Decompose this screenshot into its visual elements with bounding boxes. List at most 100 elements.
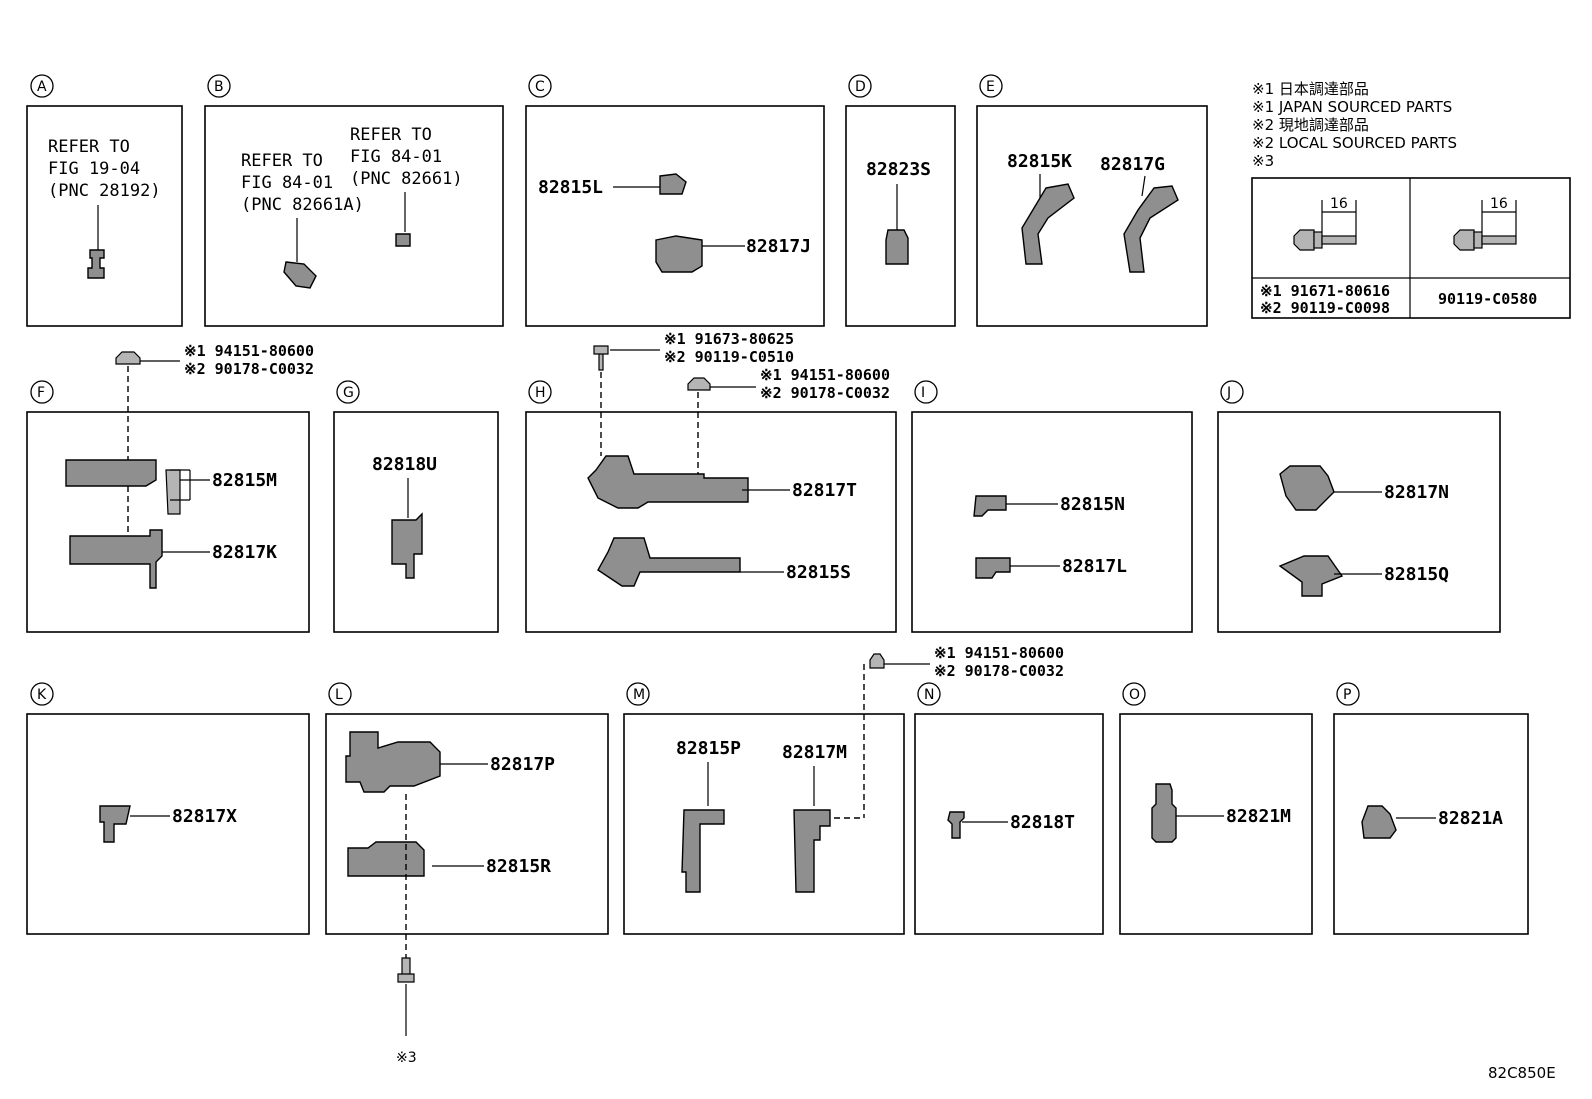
b-refer-a-line-3: (PNC 82661A) (241, 195, 364, 215)
dim-right: 16 (1490, 196, 1508, 212)
section-f: ※1 94151-80600 ※2 90178-C0032 F 82815M 8… (26, 342, 314, 633)
l-lower-part-icon (347, 841, 425, 877)
legend-line-5: ※3 (1252, 152, 1274, 170)
a-refer-line-3: (PNC 28192) (48, 181, 161, 201)
section-k: K 82817X (26, 682, 310, 935)
f-lower-part-icon (69, 529, 163, 589)
h-nut-icon (687, 377, 711, 391)
bolt-table-frame (1251, 177, 1571, 319)
h-nut-code-1: ※1 94151-80600 (760, 366, 890, 384)
bolt-left-code-2: ※2 90119-C0098 (1260, 299, 1390, 317)
bolt-left-icon: 16 (1293, 196, 1357, 251)
i-part-82815n: 82815N (1060, 494, 1125, 515)
l-part-82817p: 82817P (490, 754, 555, 775)
d-part-82823s: 82823S (866, 159, 931, 180)
section-n: N 82818T (914, 682, 1104, 935)
section-letter-k: K (37, 687, 47, 703)
h-bolt-code-1: ※1 91673-80625 (664, 330, 794, 348)
section-b: B REFER TO FIG 84-01 (PNC 82661A) REFER … (204, 74, 504, 327)
c-part-82815l: 82815L (538, 177, 603, 198)
l-part-82815r: 82815R (486, 856, 551, 877)
g-part-82818u: 82818U (372, 454, 437, 475)
m-nut-code-2: ※2 90178-C0032 (934, 662, 1064, 680)
k-part-82817x: 82817X (172, 806, 237, 827)
figure-code: 82C850E (1488, 1064, 1556, 1082)
h-nut-code-2: ※2 90178-C0032 (760, 384, 890, 402)
holder-part-icon (655, 235, 703, 273)
bracket-part-icon (659, 173, 687, 195)
section-letter-n: N (924, 687, 934, 703)
b-refer-b-line-2: FIG 84-01 (350, 147, 442, 167)
i-lower-clip-icon (975, 557, 1011, 579)
section-letter-f: F (37, 385, 45, 401)
e-guide-right-icon (1123, 185, 1179, 273)
f-part-82817k: 82817K (212, 542, 277, 563)
d-part-icon (885, 229, 909, 265)
section-i: I 82815N 82817L (911, 380, 1193, 633)
a-refer-line-1: REFER TO (48, 137, 130, 157)
i-part-82817l: 82817L (1062, 556, 1127, 577)
e-part-82815k: 82815K (1007, 151, 1072, 172)
l-screw-icon (397, 957, 415, 983)
legend-line-2: ※1 JAPAN SOURCED PARTS (1252, 98, 1452, 116)
l-note-3: ※3 (396, 1050, 417, 1066)
m-left-bracket-icon (681, 809, 725, 893)
section-letter-g: G (343, 385, 354, 401)
bolt-table: 16 16 ※1 91671-80616 ※2 90119-C0098 9011… (1251, 177, 1571, 319)
c-part-82817j: 82817J (746, 236, 811, 257)
m-part-82815p: 82815P (676, 738, 741, 759)
section-letter-i: I (921, 385, 925, 401)
connector-part-icon (283, 261, 317, 289)
n-part-82818t: 82818T (1010, 812, 1075, 833)
section-l: L 82817P 82815R ※3 (325, 682, 609, 1066)
dim-left: 16 (1330, 196, 1348, 212)
section-letter-p: P (1343, 687, 1351, 703)
b-refer-a-line-1: REFER TO (241, 151, 323, 171)
section-letter-d: D (855, 79, 866, 95)
section-letter-b: B (214, 79, 224, 95)
m-nut-code-1: ※1 94151-80600 (934, 644, 1064, 662)
l-upper-part-icon (345, 731, 441, 793)
section-letter-l: L (335, 687, 343, 703)
j-part-82815q: 82815Q (1384, 564, 1449, 585)
m-part-82817m: 82817M (782, 742, 847, 763)
h-lower-bracket-icon (597, 537, 741, 587)
f-fastener-2: ※2 90178-C0032 (184, 360, 314, 378)
o-grommet-icon (1151, 783, 1177, 843)
section-letter-o: O (1129, 687, 1140, 703)
o-part-82821m: 82821M (1226, 806, 1291, 827)
i-upper-clip-icon (973, 495, 1007, 517)
j-upper-part-icon (1279, 465, 1335, 511)
section-o: O 82821M (1119, 682, 1313, 935)
f-fastener-1: ※1 94151-80600 (184, 342, 314, 360)
section-e: E 82815K 82817G (976, 74, 1208, 327)
h-bolt-code-2: ※2 90119-C0510 (664, 348, 794, 366)
clip-part-icon (87, 249, 105, 279)
section-a: A REFER TO FIG 19-04 (PNC 28192) (26, 74, 183, 327)
f-nut-icon (115, 351, 141, 365)
section-letter-c: C (535, 79, 545, 95)
b-refer-b-line-1: REFER TO (350, 125, 432, 145)
section-m: ※1 94151-80600 ※2 90178-C0032 M 82815P 8… (623, 644, 1064, 935)
legend-line-4: ※2 LOCAL SOURCED PARTS (1252, 134, 1457, 152)
p-clip-icon (1361, 805, 1397, 839)
e-guide-left-icon (1021, 183, 1075, 265)
section-d: D 82823S (845, 74, 956, 327)
legend-line-3: ※2 現地調達部品 (1252, 116, 1369, 134)
m-nut-icon (869, 653, 885, 669)
b-refer-a-line-2: FIG 84-01 (241, 173, 333, 193)
section-c: C 82815L 82817J (525, 74, 825, 327)
b-refer-b-line-3: (PNC 82661) (350, 169, 463, 189)
bolt-left-code-1: ※1 91671-80616 (1260, 282, 1390, 300)
bolt-right-icon: 16 (1453, 196, 1517, 251)
section-letter-m: M (633, 687, 645, 703)
legend-line-1: ※1 日本調達部品 (1252, 80, 1369, 98)
j-part-82817n: 82817N (1384, 482, 1449, 503)
section-j: J 82817N 82815Q (1217, 380, 1501, 633)
j-lower-part-icon (1278, 555, 1344, 597)
f-upper-part-icon (65, 459, 157, 487)
section-h: ※1 91673-80625 ※2 90119-C0510 ※1 94151-8… (525, 330, 897, 633)
section-letter-e: E (986, 79, 995, 95)
section-letter-j: J (1226, 385, 1231, 401)
